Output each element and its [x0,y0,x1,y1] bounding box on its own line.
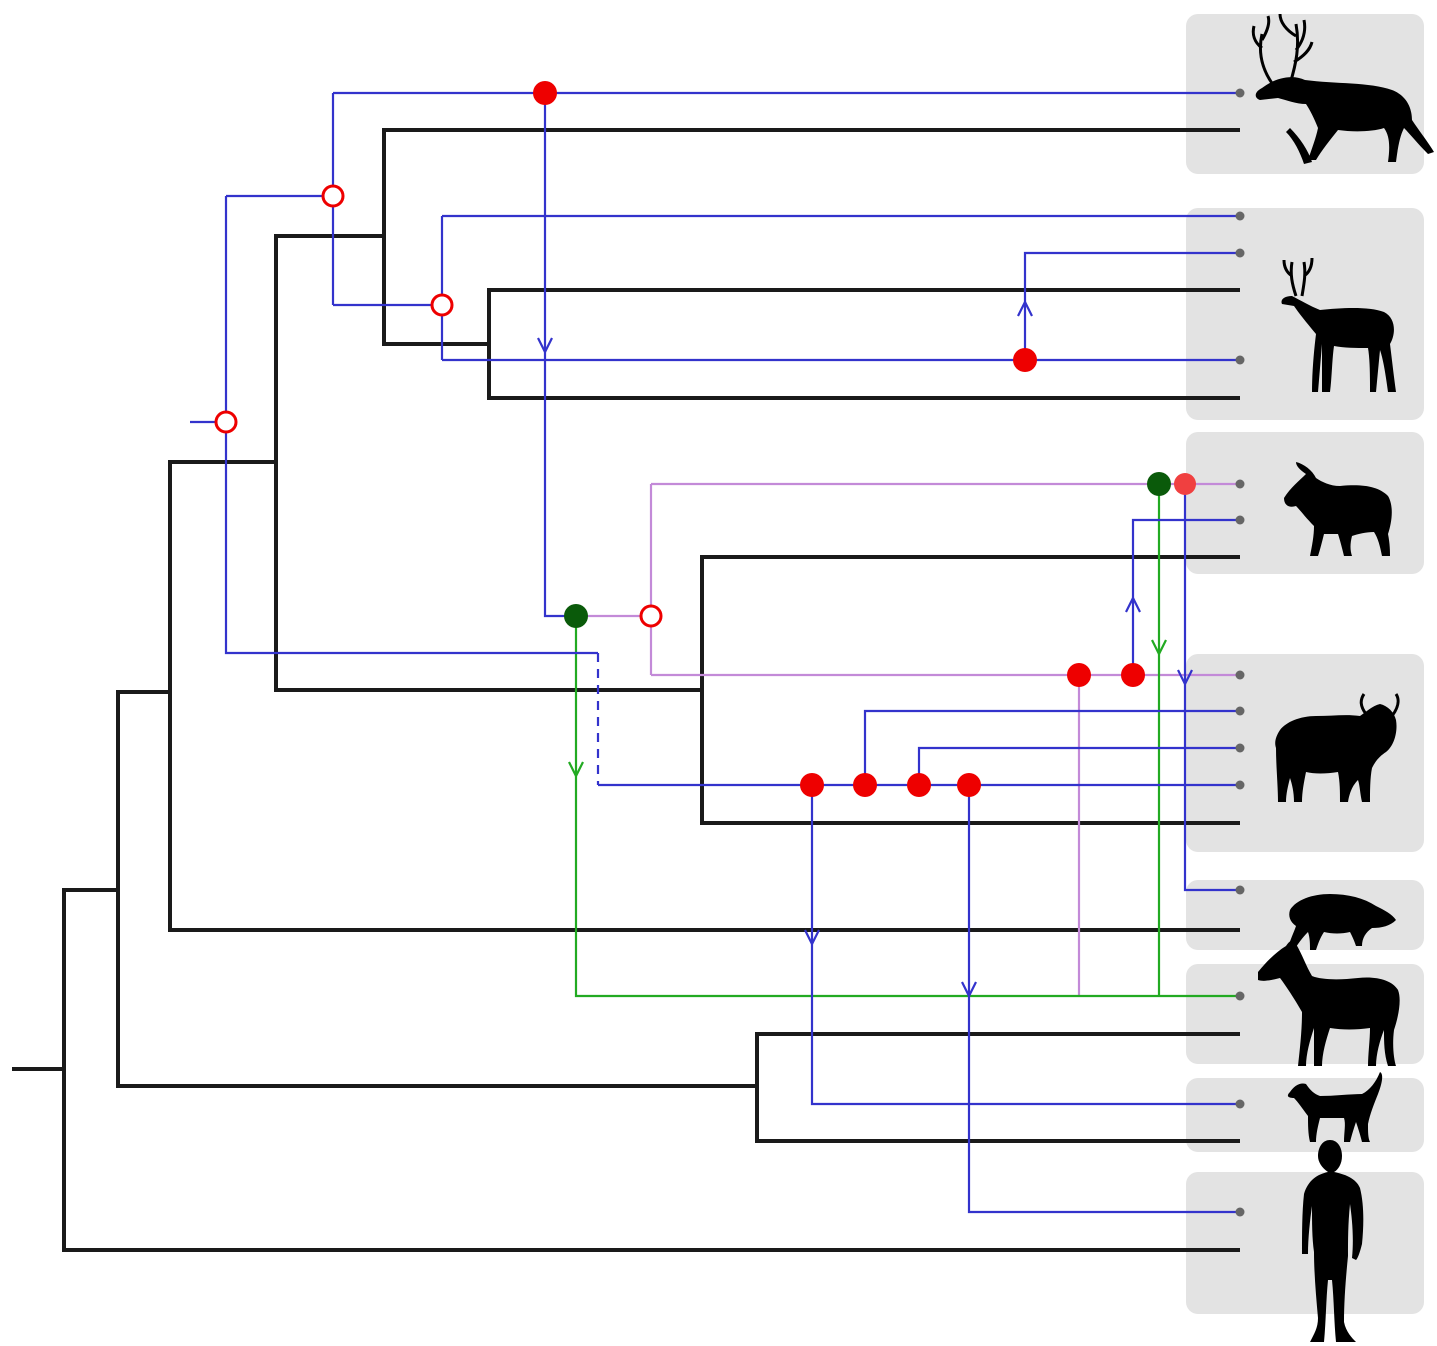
species-tree [12,128,1240,1252]
duplication-marker [957,773,981,797]
goat-silhouette [1284,462,1392,556]
gene-tree-green [568,484,1238,998]
blue-to-goat [1131,518,1238,675]
tip-dot [1235,670,1245,680]
tip-dot [1235,1099,1245,1109]
blue-arrow-6 [961,981,977,999]
duplication-marker [533,81,557,105]
speciation-marker [1147,472,1171,496]
species-tree-node-dog-horse [755,1032,1240,1143]
blue-to-pig [1183,484,1238,892]
duplication-marker [1174,473,1196,495]
pink-lineage [576,482,1238,677]
tip-dot [1235,780,1245,790]
open-duplication-marker [639,604,663,628]
gene-tree-pink [576,482,1238,996]
dog-silhouette [1287,1072,1383,1142]
blue-cattle-dup-2 [917,746,1238,785]
tip-dot [1235,355,1245,365]
human-silhouette [1302,1140,1364,1342]
species-tree-node-cervids [382,128,1240,346]
blue-root-branch [224,196,598,655]
tip-dot [1235,211,1245,221]
tip-dot [1235,515,1245,525]
gene-tree-blue [190,91,1238,1214]
tip-dot [1235,706,1245,716]
blue-cervid-branch [226,91,1238,307]
blue-transfer-down [543,93,576,618]
event-markers [214,81,1196,797]
duplication-marker [1121,663,1145,687]
duplication-marker [853,773,877,797]
deer-silhouette [1281,257,1396,392]
duplication-marker [1067,663,1091,687]
blue-deer-dup [1023,251,1238,360]
blue-to-dog [810,785,1238,1106]
green-lineage-left [574,616,1159,998]
tip-dot [1235,88,1245,98]
blue-arrow-1 [537,337,553,355]
green-arrow-2 [1151,639,1167,657]
green-lineage-right [1157,484,1238,998]
species-tree-node-ruminants [274,234,704,692]
duplication-marker [800,773,824,797]
species-tree-node-n2 [168,460,1240,932]
tip-dot [1235,991,1245,1001]
speciation-marker [564,604,588,628]
green-arrow-1 [568,761,584,779]
blue-arrow-3 [1125,595,1141,613]
open-duplication-marker [214,410,238,434]
species-tree-node-deer [487,288,1240,400]
tip-dot [1235,248,1245,258]
blue-arrow-4 [1177,669,1193,687]
tip-dot [1235,1207,1245,1217]
cattle-silhouette [1275,693,1400,802]
tip-dots [1235,88,1245,1217]
blue-arrow-5 [804,929,820,947]
tip-dot [1235,743,1245,753]
blue-cattle-dup-1 [863,709,1238,785]
species-tree-root-split [62,888,1240,1252]
open-duplication-marker [430,293,454,317]
duplication-marker [907,773,931,797]
species-tree-node-n1 [116,690,759,1088]
tip-dot [1235,479,1245,489]
taxon-boxes [1186,14,1424,1314]
tip-dot [1235,885,1245,895]
pig-silhouette [1288,894,1396,950]
blue-arrow-2 [1017,299,1033,317]
blue-deer-branch [440,214,1238,362]
open-duplication-marker [321,184,345,208]
reindeer-silhouette [1251,13,1434,164]
horse-silhouette [1258,940,1400,1066]
duplication-marker [1013,348,1037,372]
blue-to-human [967,785,1238,1214]
